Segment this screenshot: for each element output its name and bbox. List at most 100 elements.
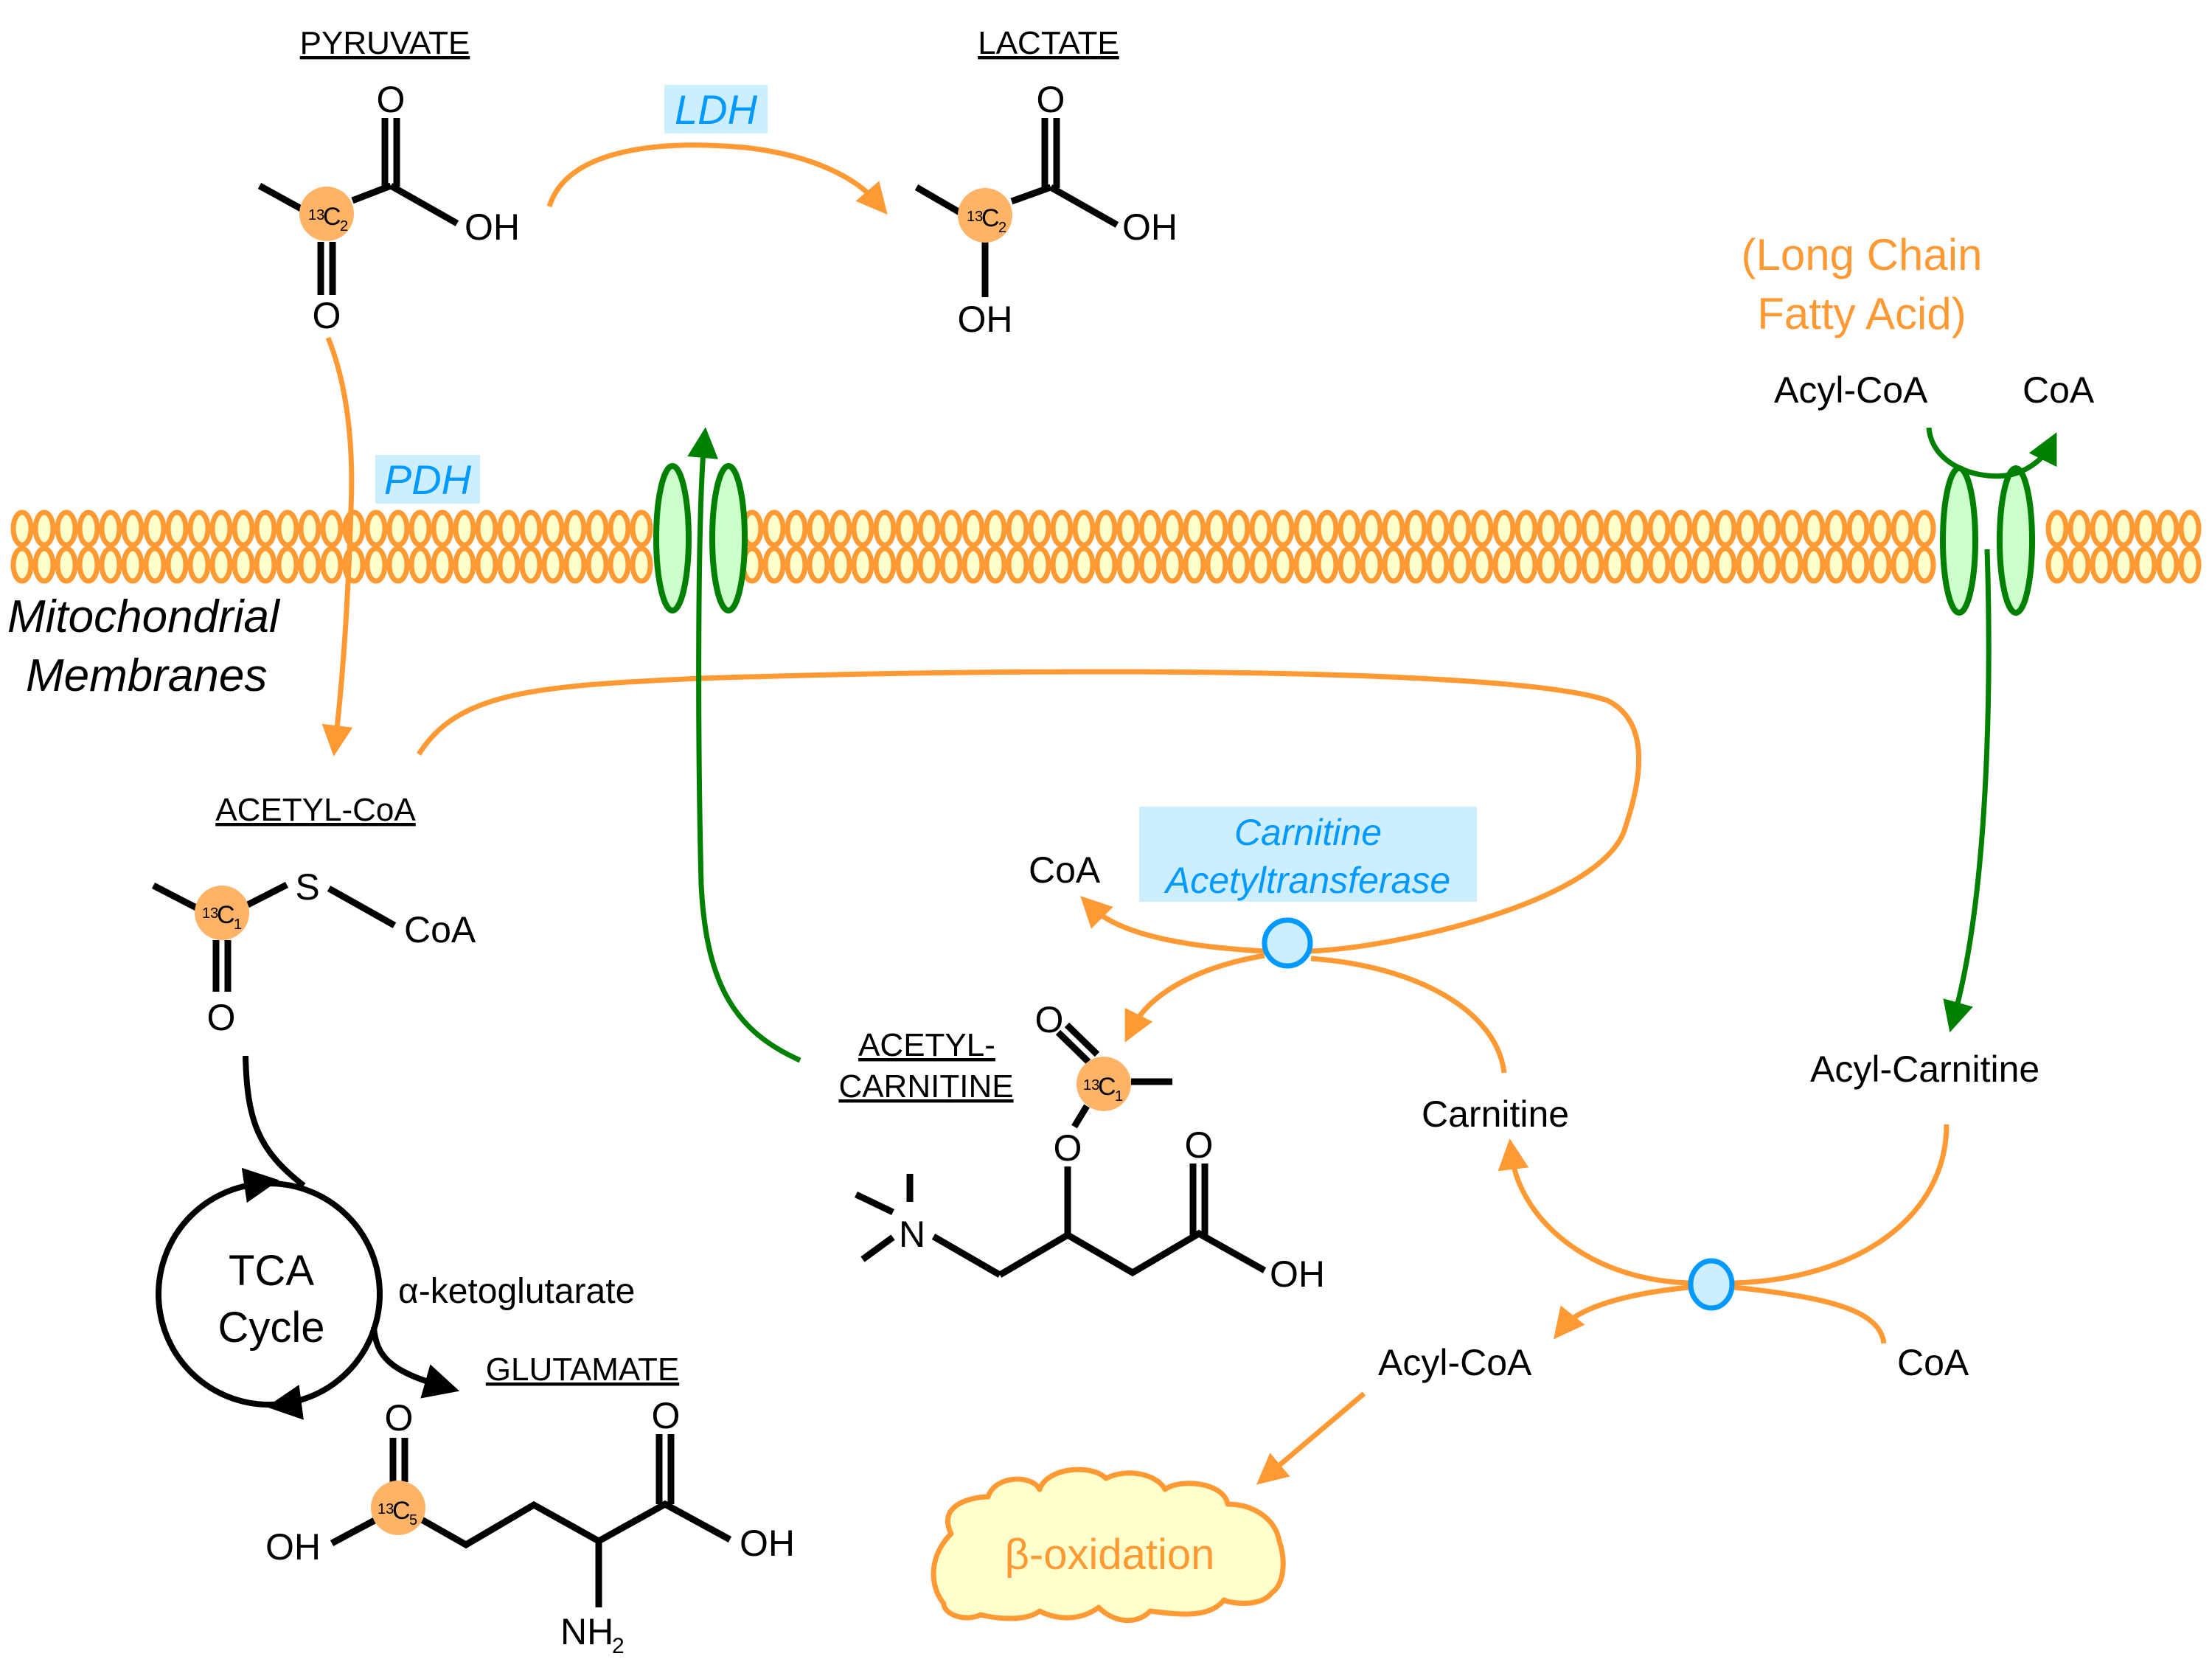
svg-text:OH: OH bbox=[1270, 1253, 1325, 1295]
lipid-head bbox=[1293, 509, 1317, 548]
lipid-head bbox=[1271, 509, 1295, 548]
lipid-head bbox=[1714, 509, 1737, 548]
enzyme-cat-label-line1: Carnitine bbox=[1234, 812, 1382, 853]
svg-text:S: S bbox=[295, 866, 319, 908]
enzyme-pdh-label: PDH bbox=[384, 456, 472, 503]
lipid-head bbox=[1404, 546, 1427, 584]
lipid-head bbox=[1736, 546, 1759, 584]
lipid-head bbox=[254, 509, 277, 548]
lipid-head bbox=[1382, 546, 1405, 584]
lipid-head bbox=[431, 509, 454, 548]
acetyl-coa-title: ACETYL-CoA bbox=[215, 792, 416, 828]
lipid-head bbox=[320, 509, 344, 548]
lipid-head bbox=[320, 546, 344, 584]
lipid-head bbox=[541, 509, 565, 548]
lipid-head bbox=[99, 509, 122, 548]
carnitine-to-cat-arrow bbox=[1310, 956, 1507, 1074]
lipid-head bbox=[1470, 546, 1494, 584]
svg-text:O: O bbox=[1035, 999, 1064, 1040]
lipid-head bbox=[1824, 509, 1848, 548]
lipid-head bbox=[1802, 509, 1826, 548]
lipid-head bbox=[1891, 546, 1914, 584]
lipid-head bbox=[1338, 509, 1361, 548]
svg-text:OH: OH bbox=[1122, 206, 1178, 248]
lipid-head bbox=[1028, 546, 1051, 584]
svg-text:13: 13 bbox=[308, 207, 324, 223]
lipid-head bbox=[475, 546, 498, 584]
svg-text:OH: OH bbox=[465, 206, 520, 248]
lipid-head bbox=[807, 509, 830, 548]
tca-top-arrowhead bbox=[241, 1167, 279, 1203]
lipid-head bbox=[1691, 546, 1715, 584]
svg-text:13: 13 bbox=[378, 1501, 394, 1517]
lipid-head bbox=[187, 509, 211, 548]
lipid-head bbox=[32, 546, 56, 584]
lipid-head bbox=[762, 546, 786, 584]
cloud-shape bbox=[931, 1467, 1286, 1624]
lipid-head bbox=[77, 509, 100, 548]
molecule-acetyl-carnitine: ACETYL- CARNITINE 13 C 1 O O N O OH bbox=[838, 999, 1325, 1295]
svg-text:O: O bbox=[207, 997, 236, 1038]
lipid-head bbox=[1625, 546, 1649, 584]
svg-text:OH: OH bbox=[958, 299, 1013, 340]
carnitine-label: Carnitine bbox=[1422, 1093, 1569, 1135]
lipid-head bbox=[2178, 509, 2202, 548]
lipid-head bbox=[1603, 509, 1627, 548]
svg-text:1: 1 bbox=[1115, 1088, 1123, 1105]
c13-label-circle bbox=[195, 886, 249, 940]
cpt2-to-acylcoa-arrow bbox=[1553, 1284, 1689, 1340]
lipid-head bbox=[1404, 509, 1427, 548]
lipid-head bbox=[851, 509, 874, 548]
alpha-ketoglutarate-label: α-ketoglutarate bbox=[398, 1272, 635, 1311]
cpt2-to-carnitine-arrow bbox=[1498, 1138, 1689, 1286]
lipid-head bbox=[187, 546, 211, 584]
acetylcarnitine-transporter bbox=[653, 463, 748, 613]
acetylcarnitine-export-arrow bbox=[687, 427, 801, 1063]
tca-to-glutamate-arrow bbox=[371, 1326, 460, 1399]
lipid-head bbox=[917, 509, 941, 548]
lipid-head bbox=[785, 546, 808, 584]
lipid-head bbox=[1559, 509, 1582, 548]
lipid-head bbox=[1161, 509, 1184, 548]
lipid-head bbox=[1514, 509, 1538, 548]
lipid-head bbox=[829, 509, 852, 548]
lipid-head bbox=[1537, 509, 1560, 548]
lipid-head bbox=[2112, 509, 2135, 548]
lipid-head bbox=[519, 509, 543, 548]
tca-label-line1: TCA bbox=[229, 1247, 314, 1295]
lipid-head bbox=[630, 509, 653, 548]
lipid-head bbox=[1006, 546, 1029, 584]
lipid-head bbox=[608, 546, 631, 584]
lipid-head bbox=[1116, 546, 1140, 584]
lipid-head bbox=[807, 546, 830, 584]
lipid-head bbox=[10, 509, 34, 548]
lipid-head bbox=[1846, 546, 1870, 584]
lipid-head bbox=[1382, 509, 1405, 548]
lipid-head bbox=[386, 509, 410, 548]
lipid-head bbox=[1758, 546, 1781, 584]
svg-text:N: N bbox=[899, 1214, 925, 1255]
lipid-head bbox=[1581, 546, 1604, 584]
svg-text:O: O bbox=[652, 1395, 681, 1436]
lipid-head bbox=[585, 546, 609, 584]
lipid-head bbox=[2134, 509, 2157, 548]
lipid-head bbox=[1006, 509, 1029, 548]
tca-label-line2: Cycle bbox=[218, 1304, 324, 1352]
lipid-head bbox=[55, 509, 78, 548]
lipid-head bbox=[475, 509, 498, 548]
lipid-head bbox=[1050, 546, 1074, 584]
lipid-head bbox=[2045, 546, 2069, 584]
lipid-head bbox=[1426, 546, 1450, 584]
lipid-head bbox=[1161, 546, 1184, 584]
beta-oxidation-label: β-oxidation bbox=[1005, 1531, 1215, 1579]
lipid-head bbox=[1537, 546, 1560, 584]
lipid-head bbox=[1647, 509, 1671, 548]
membrane-label-line1: Mitochondrial bbox=[7, 591, 281, 642]
lipid-head bbox=[1846, 509, 1870, 548]
svg-text:O: O bbox=[1185, 1124, 1214, 1166]
lipid-head bbox=[917, 546, 941, 584]
coa-top-label: CoA bbox=[2023, 369, 2095, 411]
lcfa-label-line1: (Long Chain bbox=[1742, 230, 1983, 279]
lipid-head bbox=[1360, 546, 1383, 584]
